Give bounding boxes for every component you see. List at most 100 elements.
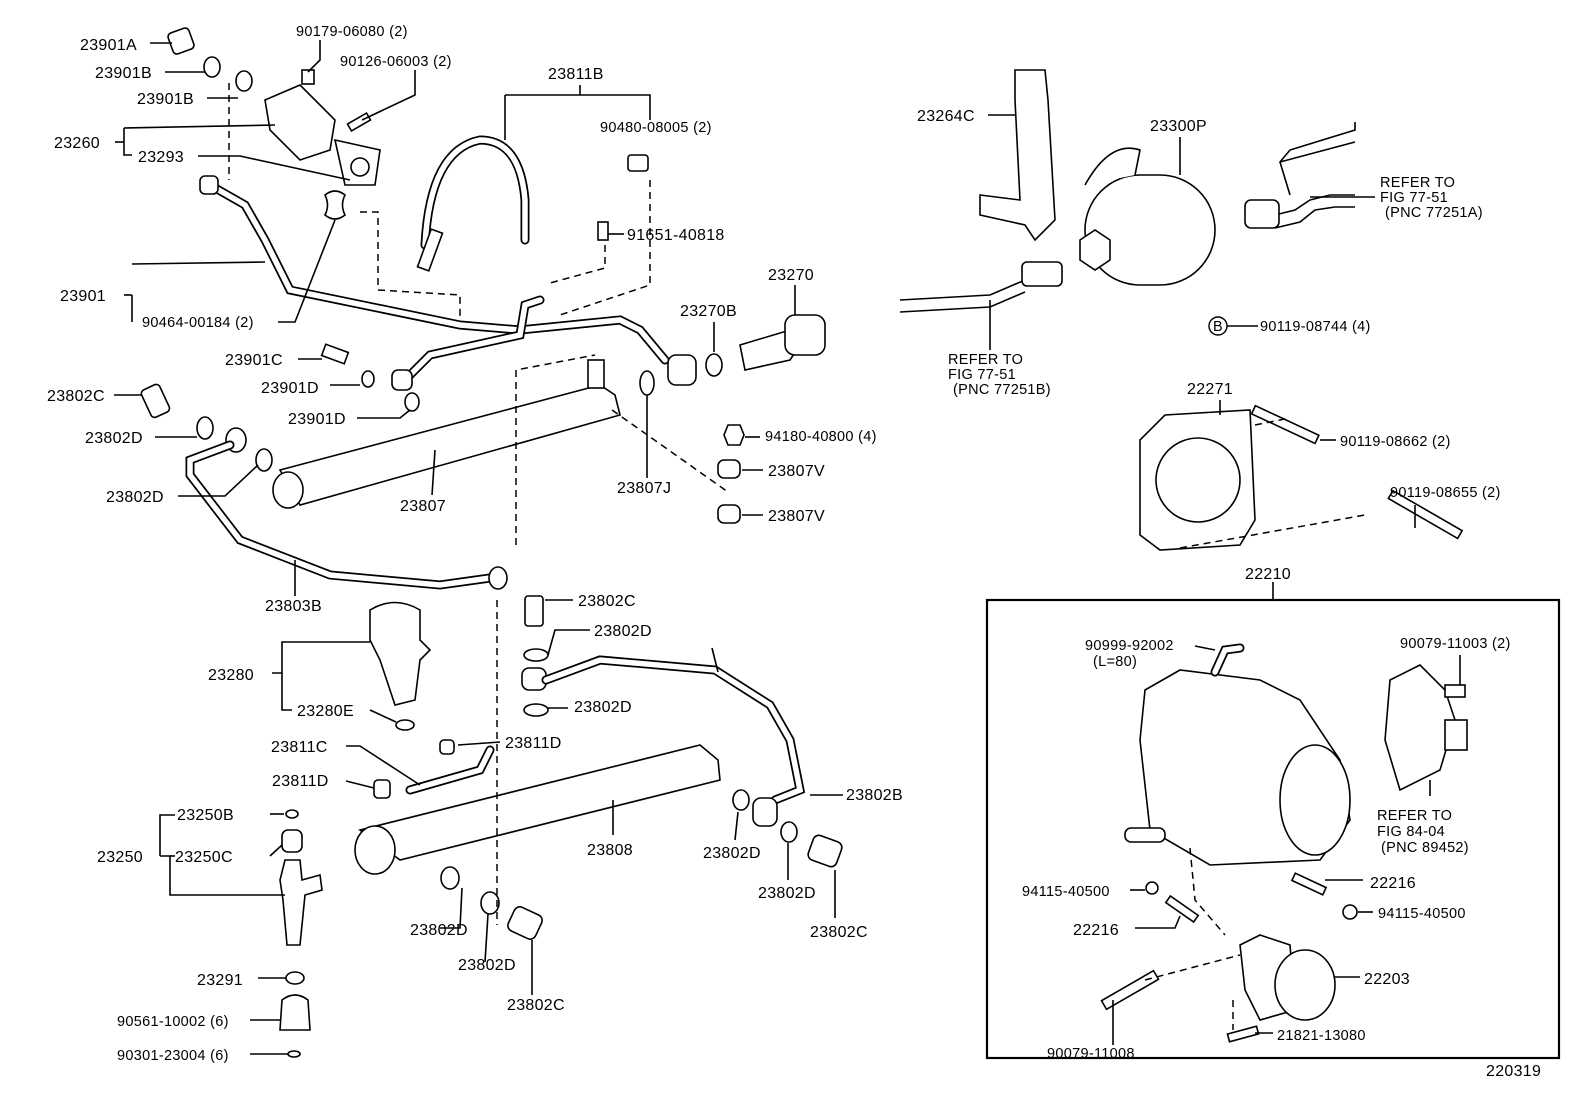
label-23250: 23250 — [97, 849, 143, 866]
tps-connector — [1444, 719, 1468, 751]
o-ring-23291 — [285, 971, 305, 985]
label-23811B: 23811B — [548, 66, 604, 83]
label-90301-23004: 90301-23004 (6) — [117, 1048, 229, 1064]
label-23802B: 23802B — [846, 787, 903, 804]
label-90561-10002: 90561-10002 (6) — [117, 1014, 229, 1030]
nut-94115 — [1145, 881, 1159, 895]
label-94115-40500: 94115-40500 — [1022, 884, 1110, 900]
injector-23250 — [279, 859, 323, 946]
label-23803B: 23803B — [265, 598, 322, 615]
stud-90126 — [346, 111, 372, 133]
screw-21821 — [1226, 1025, 1260, 1043]
bolt-90119-08662 — [1250, 404, 1320, 445]
label-90079-11003: 90079-11003 (2) — [1400, 636, 1511, 652]
o-ring-90301 — [287, 1050, 301, 1058]
washer-23901B-2 — [235, 70, 253, 92]
label-21821-13080: 21821-13080 — [1277, 1028, 1366, 1044]
washer-23901D — [361, 370, 375, 388]
bolt-90179 — [301, 69, 315, 85]
refer-77251B-line3: (PNC 77251B) — [953, 382, 1051, 398]
coolant-nipple — [1124, 827, 1166, 843]
washer-23802D-8 — [480, 891, 500, 915]
refer-89452-line2: FIG 84-04 — [1377, 824, 1445, 840]
label-23260: 23260 — [54, 135, 100, 152]
label-90999-length: (L=80) — [1093, 654, 1137, 670]
clip-23811D-2 — [439, 739, 455, 755]
bolt-91651 — [597, 221, 609, 241]
label-23270: 23270 — [768, 267, 814, 284]
pipe-end-cap-2 — [354, 825, 396, 875]
throttle-bore — [1279, 744, 1351, 856]
screw-90079-11008 — [1100, 969, 1160, 1011]
label-22210: 22210 — [1245, 566, 1291, 583]
label-23901: 23901 — [60, 288, 106, 305]
label-23901D: 23901D — [261, 380, 319, 397]
label-23802C-2: 23802C — [578, 593, 636, 610]
label-90119-08662: 90119-08662 (2) — [1340, 434, 1451, 450]
label-90480-08005: 90480-08005 (2) — [600, 120, 712, 136]
bolt-23802C-2 — [524, 595, 544, 627]
part-drawings — [140, 27, 1561, 1060]
label-23808: 23808 — [587, 842, 633, 859]
washer-23901B — [203, 56, 221, 78]
label-22203: 22203 — [1364, 971, 1410, 988]
refer-89452-line1: REFER TO — [1377, 808, 1452, 824]
pulsation-damper-23300P — [1084, 174, 1216, 286]
pipe-end — [199, 175, 219, 195]
label-23802D-4: 23802D — [574, 699, 632, 716]
bolt-90119-08655 — [1387, 489, 1464, 540]
label-23901A: 23901A — [80, 37, 137, 54]
label-23802C-4: 23802C — [507, 997, 565, 1014]
washer-23802D-6 — [780, 821, 798, 843]
label-23807V: 23807V — [768, 463, 825, 480]
screw-90079-11003 — [1444, 684, 1466, 698]
label-23901D-2: 23901D — [288, 411, 346, 428]
delivery-pipe-23808 — [358, 744, 721, 861]
refer-89452-line3: (PNC 89452) — [1381, 840, 1469, 856]
pipe-end-2 — [391, 369, 413, 391]
label-90079-11008: 90079-11008 — [1047, 1046, 1135, 1062]
damper-bracket — [1084, 147, 1141, 186]
washer-23802D-5 — [732, 789, 750, 811]
label-23280E: 23280E — [297, 703, 354, 720]
label-23901B: 23901B — [95, 65, 152, 82]
label-23280: 23280 — [208, 667, 254, 684]
fitting-77251B — [1021, 261, 1063, 287]
clip-23811D — [373, 779, 391, 799]
nut-94180 — [723, 424, 745, 446]
label-23300P: 23300P — [1150, 118, 1207, 135]
diagram-id: 220319 — [1486, 1063, 1541, 1080]
label-91651-40818: 91651-40818 — [627, 227, 725, 244]
label-94115-40500-2: 94115-40500 — [1378, 906, 1466, 922]
label-23802D-7: 23802D — [410, 922, 468, 939]
part-labels: 23901A 90179-06080 (2) 23901B 90126-0600… — [47, 24, 1541, 1080]
label-23250B: 23250B — [177, 807, 234, 824]
label-90119-08655: 90119-08655 (2) — [1390, 485, 1501, 501]
label-90179-06080: 90179-06080 (2) — [296, 24, 408, 40]
label-23802D-6: 23802D — [758, 885, 816, 902]
delivery-pipe-23807 — [278, 384, 621, 506]
leader-lines — [114, 40, 1461, 1055]
nut-94115-2 — [1342, 904, 1358, 920]
banjo-bolt-23901A — [167, 27, 195, 55]
refer-77251B-line1: REFER TO — [948, 352, 1023, 368]
o-ring-23280E — [395, 719, 415, 731]
label-23901C: 23901C — [225, 352, 283, 369]
label-90464-00184: 90464-00184 (2) — [142, 315, 254, 331]
label-23264C: 23264C — [917, 108, 975, 125]
pipe-boss — [587, 359, 605, 389]
label-23901B-2: 23901B — [137, 91, 194, 108]
label-23807J: 23807J — [617, 480, 671, 497]
refer-77251A-line3: (PNC 77251A) — [1385, 205, 1483, 221]
bolt-23802C-4 — [507, 906, 543, 940]
label-90999-92002: 90999-92002 — [1085, 638, 1174, 654]
b-mark: B — [1213, 319, 1223, 335]
label-23807: 23807 — [400, 498, 446, 515]
gasket-hole — [350, 157, 370, 177]
label-23802D: 23802D — [85, 430, 143, 447]
washer-23802D-3 — [523, 648, 549, 662]
stud-22216-2 — [1290, 872, 1328, 896]
b-mark-circle — [1208, 316, 1228, 336]
label-23807V-2: 23807V — [768, 508, 825, 525]
